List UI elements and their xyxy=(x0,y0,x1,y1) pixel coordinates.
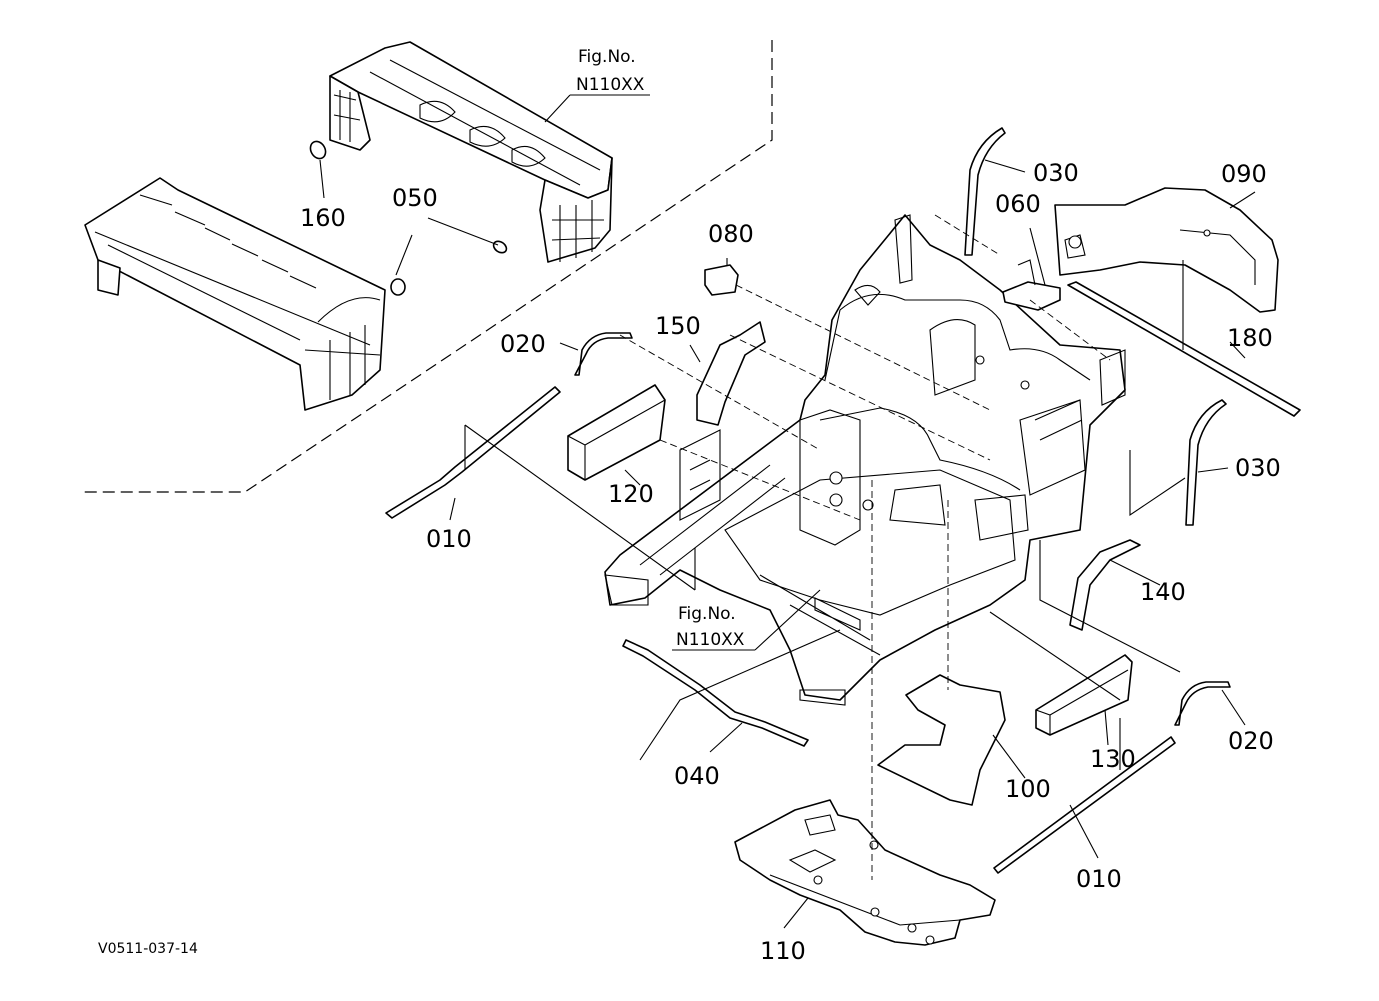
projection-line xyxy=(464,424,696,591)
assembly-line xyxy=(934,214,1001,256)
part-010-right xyxy=(993,736,1176,874)
assembly-line xyxy=(1029,299,1111,361)
callout-160: 160 xyxy=(300,204,346,232)
callout-080: 080 xyxy=(708,220,754,248)
assembly-line xyxy=(619,334,821,451)
assembly-line xyxy=(729,334,991,461)
part-040 xyxy=(622,639,809,747)
callout-090: 090 xyxy=(1221,160,1267,188)
plug-050-lower xyxy=(390,278,406,296)
part-010-left xyxy=(385,386,561,519)
callout-110: 110 xyxy=(760,937,806,965)
fig-ref-top-line2: N110XX xyxy=(576,75,645,95)
callout-020-left: 020 xyxy=(500,330,546,358)
callout-120: 120 xyxy=(608,480,654,508)
projection-line xyxy=(1129,450,1186,517)
fig-ref-bottom-line2: N110XX xyxy=(676,630,745,650)
part-020-left xyxy=(574,332,633,376)
part-140 xyxy=(1069,539,1141,631)
part-030-top xyxy=(964,127,1006,256)
callout-150: 150 xyxy=(655,312,701,340)
callout-040: 040 xyxy=(674,762,720,790)
callout-010-right: 010 xyxy=(1076,865,1122,893)
assembly-line xyxy=(735,284,991,411)
fig-ref-bottom-line1: Fig.No. xyxy=(678,604,736,624)
leader-lines xyxy=(319,94,1256,929)
part-060 xyxy=(1002,281,1061,311)
callout-130: 130 xyxy=(1090,745,1136,773)
assembly-line xyxy=(659,439,861,521)
callout-020-right: 020 xyxy=(1228,727,1274,755)
part-080 xyxy=(704,264,739,296)
grommet-160 xyxy=(309,140,327,160)
fig-ref-top-line1: Fig.No. xyxy=(578,47,636,67)
part-150 xyxy=(696,321,766,426)
callout-030-right: 030 xyxy=(1235,454,1281,482)
part-030-right xyxy=(1185,399,1227,526)
callout-140: 140 xyxy=(1140,578,1186,606)
part-180 xyxy=(1067,281,1301,417)
callout-050: 050 xyxy=(392,184,438,212)
projection-line xyxy=(989,611,1121,701)
rear-cover-upper xyxy=(329,41,613,263)
callout-180: 180 xyxy=(1227,324,1273,352)
projection-line xyxy=(1039,540,1181,673)
part-120 xyxy=(567,384,666,481)
callout-010-left: 010 xyxy=(426,525,472,553)
main-floor-frame xyxy=(604,214,1126,706)
part-090 xyxy=(1054,187,1279,313)
rear-cover-lower xyxy=(84,177,386,411)
callout-060: 060 xyxy=(995,190,1041,218)
drawing-code: V0511-037-14 xyxy=(98,941,198,957)
subassembly-boundary xyxy=(80,40,773,493)
part-020-right xyxy=(1174,681,1231,726)
callout-030-top: 030 xyxy=(1033,159,1079,187)
callout-100: 100 xyxy=(1005,775,1051,803)
plug-050-upper xyxy=(492,240,508,254)
part-100 xyxy=(877,674,1006,806)
part-110 xyxy=(734,799,996,946)
